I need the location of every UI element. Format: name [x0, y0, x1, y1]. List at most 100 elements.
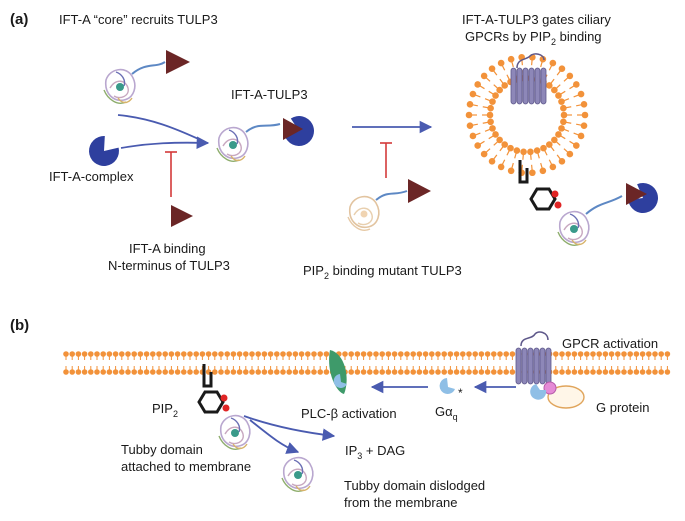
lipid-head [608, 369, 615, 375]
ift-a-complex-icon [82, 132, 124, 173]
lipid-head [469, 132, 477, 140]
lipid-head [119, 369, 125, 375]
lipid-head [119, 351, 125, 357]
lipid-head [529, 169, 536, 177]
tulp3-tether [131, 61, 166, 75]
lipid-head [379, 351, 386, 357]
ip3-dag-label: IP3 + DAG [345, 443, 405, 461]
lipid-head [639, 351, 646, 357]
lipid-head [94, 369, 100, 375]
phosphate-a2 [554, 201, 562, 209]
lipid-head [486, 111, 494, 119]
lipid-head [466, 369, 472, 375]
lipid-head [94, 351, 100, 357]
lipid-head [441, 351, 448, 357]
phosphate-b1 [220, 394, 228, 402]
lipid-head [466, 351, 472, 357]
lipid-head [367, 369, 373, 375]
activation-star: * [458, 386, 463, 400]
dislodge-arrow [249, 419, 300, 454]
complex-tether [245, 123, 281, 133]
lipid-head [261, 351, 268, 357]
plc-activation-label: PLC-β activation [301, 406, 397, 421]
lipid-head [193, 351, 199, 357]
lipid-head [162, 351, 168, 357]
lipid-head [507, 55, 515, 63]
lipid-head [236, 369, 243, 375]
lipid-head [181, 351, 187, 357]
lipid-head [243, 351, 249, 357]
lipid-head [305, 369, 311, 375]
lipid-head [75, 351, 82, 357]
pip2-stalk-a [518, 160, 529, 184]
lipid-head [435, 351, 441, 357]
lipid-head [566, 150, 574, 158]
attached-tubby-domain [218, 414, 251, 451]
g-protein-body [547, 385, 585, 409]
lipid-head [491, 369, 497, 375]
lipid-head [81, 351, 88, 357]
lipid-head [565, 351, 571, 357]
g-protein-label: G protein [596, 400, 649, 415]
lipid-head [181, 369, 187, 375]
gpcr-membrane-tail [520, 331, 549, 347]
lipid-head [317, 369, 324, 375]
lipid-head [441, 369, 448, 375]
lipid-head [267, 369, 274, 375]
lipid-head [584, 369, 590, 375]
lipid-head [298, 351, 305, 357]
lipid-head [627, 351, 633, 357]
lipid-head [466, 101, 474, 108]
lipid-head [652, 369, 658, 375]
lipid-head [633, 369, 640, 375]
dislodged-tubby-domain [281, 456, 314, 493]
lipid-head [507, 144, 514, 152]
lipid-head [249, 369, 255, 375]
lipid-head [274, 351, 280, 357]
lipid-head [497, 351, 503, 357]
lipid-head [150, 369, 156, 375]
lipid-head [590, 351, 596, 357]
lipid-head [520, 148, 527, 156]
lipid-head [584, 351, 590, 357]
lipid-head [88, 351, 94, 357]
lipid-head [453, 351, 460, 357]
lipid-head [615, 351, 621, 357]
lipid-head [488, 157, 496, 165]
lipid-head [501, 141, 509, 148]
lipid-head [422, 369, 429, 375]
lipid-head [280, 351, 286, 357]
mutant-label: PIP2 binding mutant TULP3 [303, 263, 462, 281]
lipid-head [469, 90, 477, 98]
lipid-head [478, 351, 485, 357]
lipid-head [460, 369, 466, 375]
lipid-head [602, 351, 609, 357]
lipid-head [137, 351, 144, 357]
lipid-head [422, 351, 429, 357]
lipid-head [571, 351, 578, 357]
complex-triangle [283, 118, 303, 140]
lipid-head [354, 369, 361, 375]
lipid-head [230, 369, 237, 375]
lipid-head [305, 351, 311, 357]
lipid-head [507, 167, 515, 175]
lipid-head [131, 351, 137, 357]
lipid-head [527, 148, 534, 156]
lipid-head [577, 369, 584, 375]
lipid-head [487, 118, 494, 126]
lipid-head [633, 351, 640, 357]
plc-galpha-bound [333, 374, 347, 388]
lipid-head [577, 132, 585, 140]
lipid-head [497, 163, 505, 171]
lipid-head [503, 369, 510, 375]
lipid-head [224, 351, 230, 357]
lipid-head [480, 150, 488, 158]
gpcr-on-vesicle [510, 67, 547, 105]
lipid-head [174, 369, 181, 375]
lipid-head [243, 369, 249, 375]
lipid-head [553, 351, 559, 357]
lipid-head [501, 82, 509, 89]
lipid-head [453, 369, 460, 375]
lipid-head [590, 369, 596, 375]
